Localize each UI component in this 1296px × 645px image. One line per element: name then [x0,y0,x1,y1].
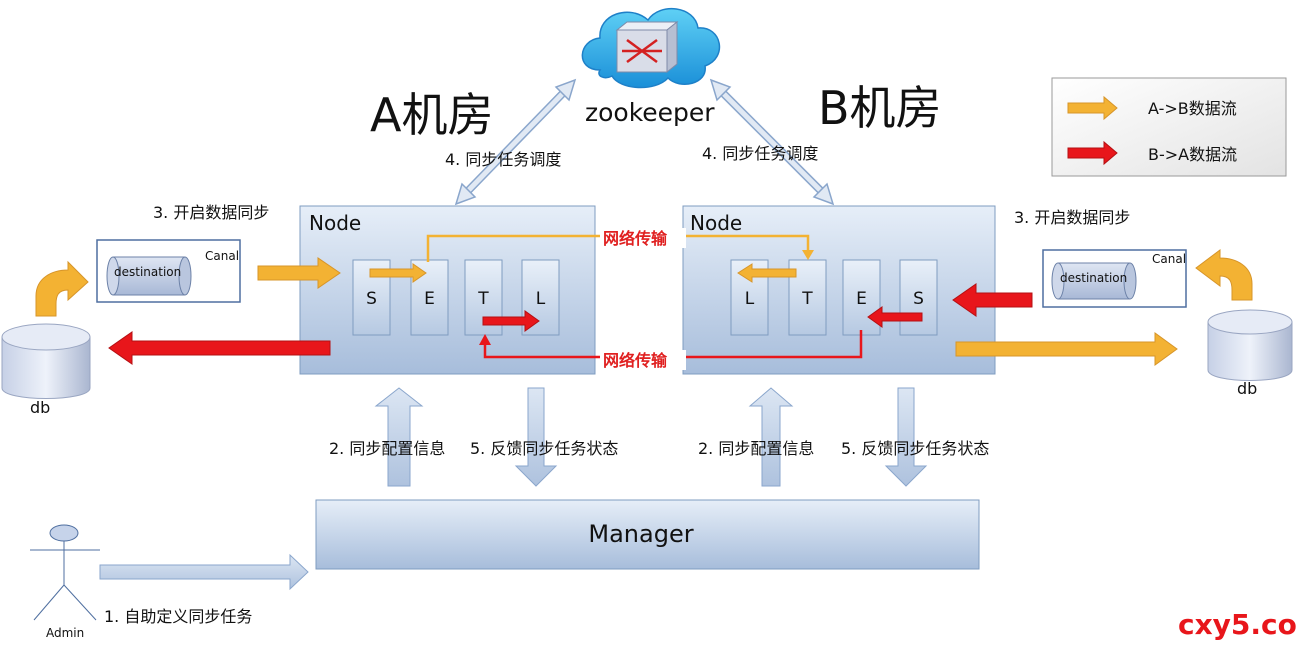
manager-box: Manager [315,499,980,570]
arrow-config-a-up [374,387,424,487]
node-b-stage-t: T [788,259,827,336]
admin-user-icon [30,524,100,621]
legend-arrow-b-to-a [1067,140,1118,166]
canal-b-destination-cylinder [1051,262,1137,300]
canal-a-destination-cylinder [106,256,192,296]
svg-text:T: T [801,289,813,309]
curved-arrow-db-a-to-canal [35,260,89,317]
arrow-node-a-to-db-a [108,331,331,365]
step-feedback-a: 5. 反馈同步任务状态 [470,439,618,458]
canal-a-destination-label: destination [114,265,181,279]
svg-text:S: S [366,289,377,309]
arrow-canal-b-to-node-b [952,283,1033,317]
node-b-title: Node [690,211,742,235]
db-b-icon [1207,309,1293,381]
arrow-config-b-up [748,387,794,487]
step-schedule-a: 4. 同步任务调度 [445,150,561,169]
svg-text:E: E [856,289,867,309]
node-b-stage-s: S [899,259,938,336]
canal-a-label: Canal [205,249,239,263]
admin-label: Admin [46,626,84,640]
svg-text:L: L [745,289,755,309]
arrow-node-b-to-db-b [955,332,1178,366]
step-schedule-b: 4. 同步任务调度 [702,144,818,163]
network-label-bottom-bg [600,350,686,370]
step-config-a: 2. 同步配置信息 [329,439,445,458]
room-a-title: A机房 [370,88,493,142]
arrow-feedback-b-down [884,387,928,487]
db-a-label: db [30,398,50,417]
watermark: cxy5.com [1178,608,1296,641]
arrow-feedback-a-down [514,387,558,487]
zookeeper-label: zookeeper [585,98,715,127]
schedule-arrow-b [709,78,835,206]
db-a-icon [1,323,91,399]
legend-arrow-a-to-b [1067,95,1118,121]
arrow-canal-a-to-node-a [257,257,341,289]
arrow-a-t-to-l [482,310,540,332]
arrow-b-t-to-l [737,263,797,283]
arrow-admin-to-manager [99,553,309,591]
step-feedback-b: 5. 反馈同步任务状态 [841,439,989,458]
legend: A->B数据流 B->A数据流 [1051,77,1287,177]
arrow-b-s-to-e [867,306,923,328]
step-config-b: 2. 同步配置信息 [698,439,814,458]
zookeeper-cloud-icon [581,7,721,89]
network-label-top: 网络传输 [603,229,668,248]
room-b-title: B机房 [818,81,942,135]
schedule-arrow-a [454,78,577,206]
step-define-task: 1. 自助定义同步任务 [104,607,252,626]
svg-text:T: T [477,289,489,309]
network-label-top-bg [600,228,686,248]
node-a-title: Node [309,211,361,235]
curved-arrow-db-b-to-canal [1195,249,1253,301]
db-b-label: db [1237,379,1257,398]
canal-b-destination-label: destination [1060,271,1127,285]
svg-text:S: S [913,289,924,309]
step-start-sync-b: 3. 开启数据同步 [1014,208,1130,227]
canal-b: Canal destination [1042,249,1187,308]
node-a: Node S E T L [299,205,596,375]
step-start-sync-a: 3. 开启数据同步 [153,203,269,222]
svg-text:E: E [424,289,435,309]
manager-label: Manager [588,520,693,548]
canal-b-label: Canal [1152,252,1186,266]
legend-label-a-to-b: A->B数据流 [1148,99,1237,118]
network-label-bottom: 网络传输 [603,351,668,370]
node-b: Node L T E S [682,205,996,375]
node-b-stage-e: E [842,259,881,336]
svg-text:L: L [536,289,546,309]
legend-label-b-to-a: B->A数据流 [1148,145,1237,164]
canal-a: Canal destination [96,239,241,303]
arrow-a-s-to-e [369,263,427,283]
